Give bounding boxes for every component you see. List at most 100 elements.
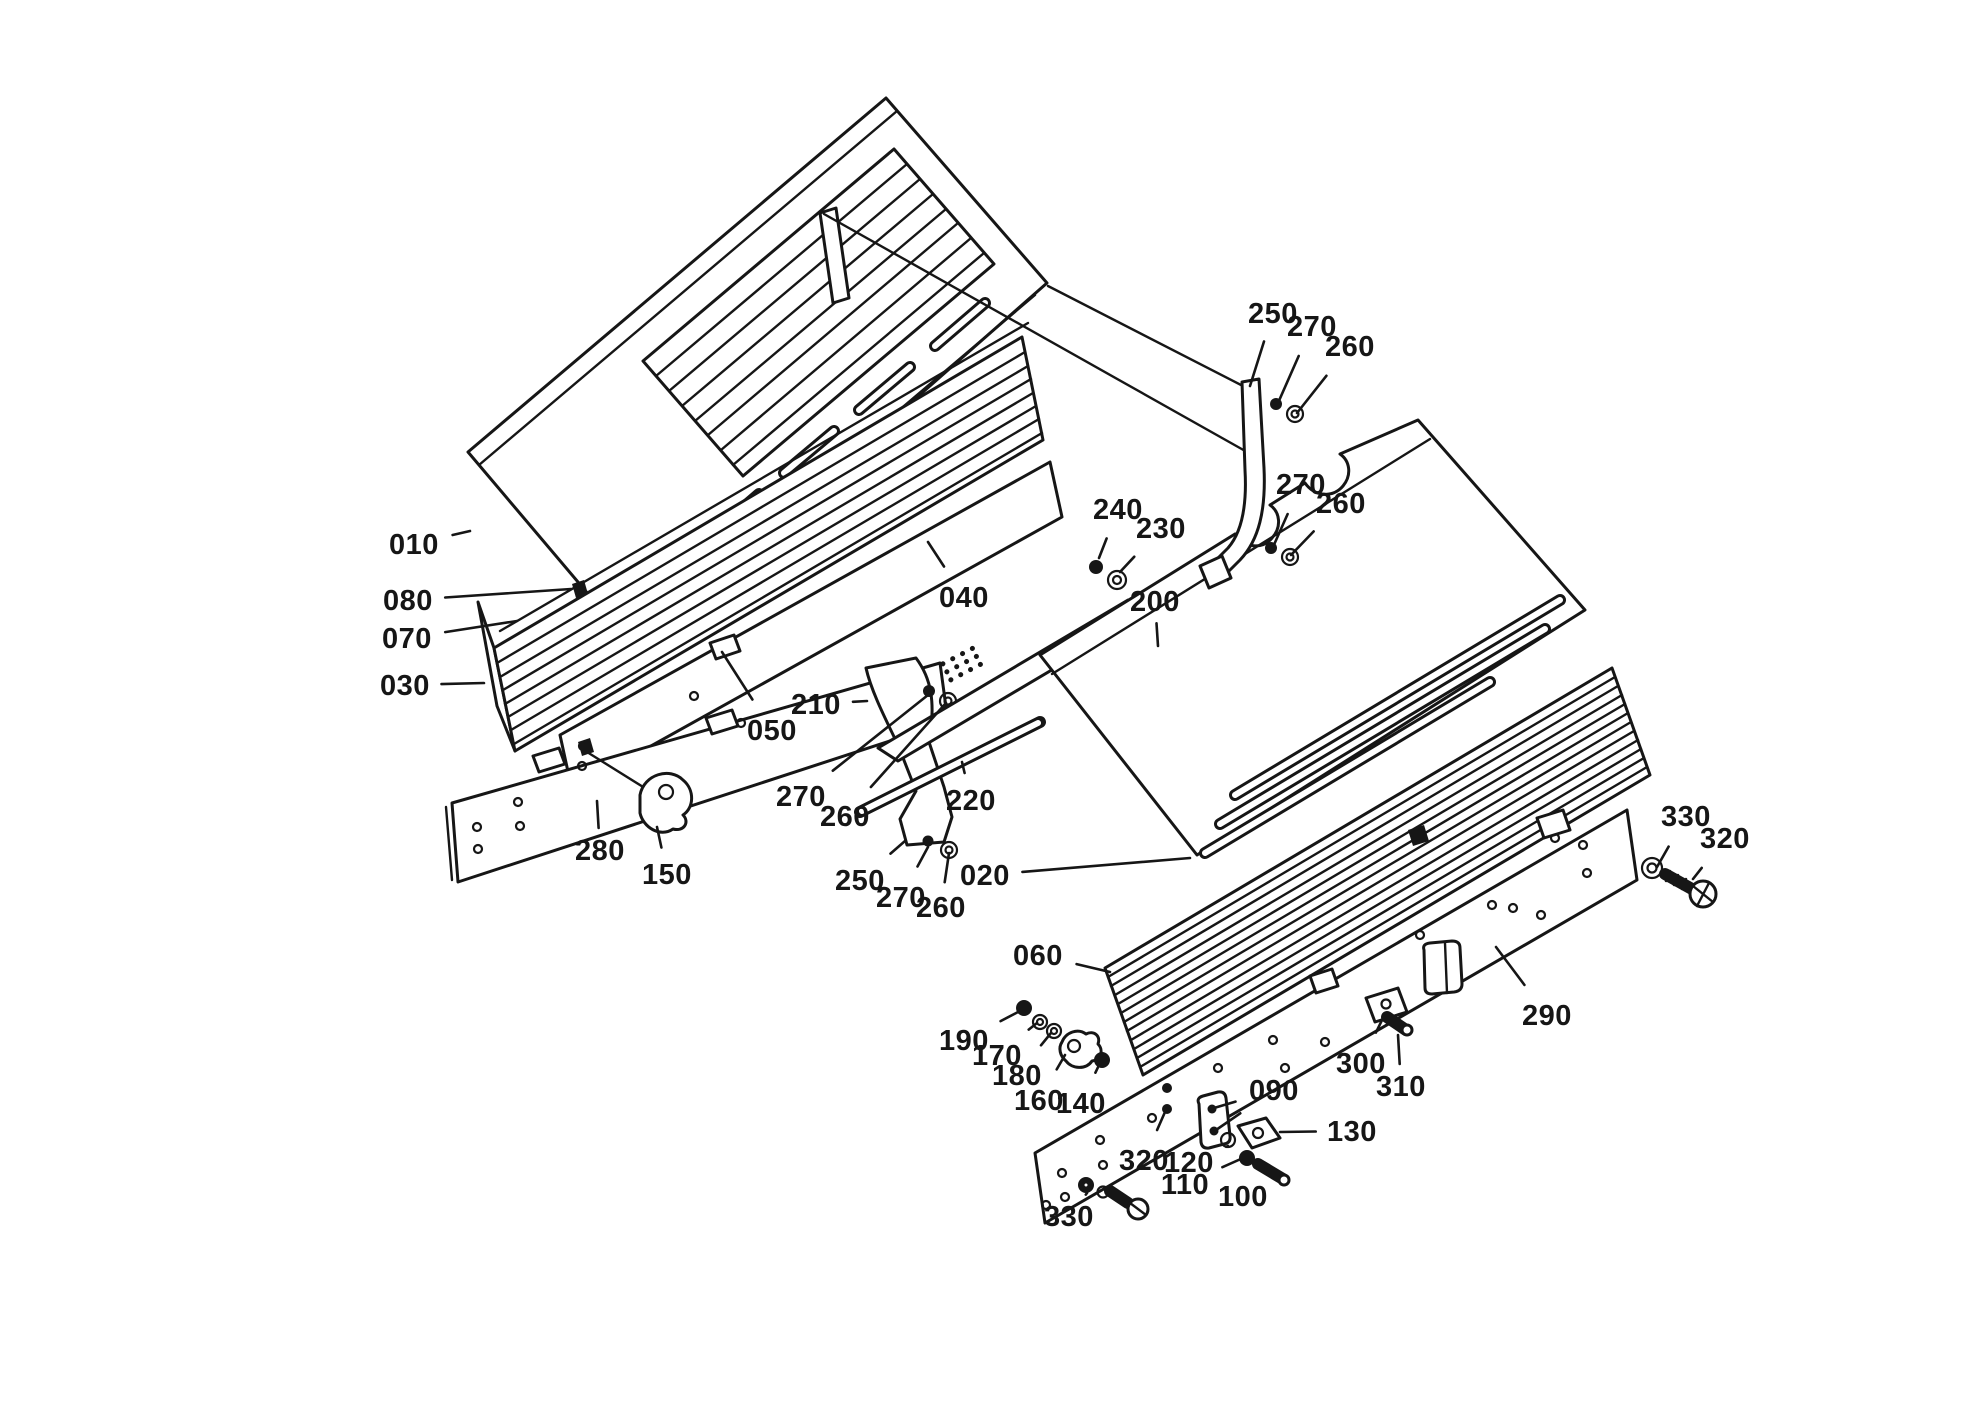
washer-170-inner xyxy=(1035,1017,1045,1027)
part-callout-050: 050 xyxy=(747,715,797,747)
bolt-320-shaft xyxy=(1104,1185,1134,1209)
strip-tab xyxy=(704,708,740,736)
callout-leader xyxy=(916,845,930,868)
callout-leader xyxy=(1276,354,1300,405)
callout-leader xyxy=(1097,537,1108,560)
callout-leader xyxy=(1655,845,1670,869)
latch-clip-050 xyxy=(708,633,742,661)
part-callout-120: 120 xyxy=(1164,1147,1214,1179)
callout-leader xyxy=(1212,1100,1237,1110)
washer-170 xyxy=(1031,1013,1049,1031)
strip-tab xyxy=(531,746,567,774)
link-130 xyxy=(1236,1116,1282,1150)
washer-230-inner xyxy=(1111,574,1123,586)
callout-leader xyxy=(869,701,948,789)
grille-panel-030 xyxy=(476,321,1045,753)
hook-eye xyxy=(657,783,675,801)
part-callout-200: 200 xyxy=(1130,586,1180,618)
stay-bracket-foot xyxy=(1198,554,1233,590)
bolt-320-head-line xyxy=(1128,1201,1148,1217)
part-callout-270: 270 xyxy=(876,882,926,914)
side-panel-020 xyxy=(1038,418,1587,859)
bar-hole xyxy=(1056,1167,1068,1179)
grille-strip-slats xyxy=(1106,675,1649,1069)
strip-hole xyxy=(512,796,524,808)
callout-leader xyxy=(595,799,600,830)
nut-260 xyxy=(1285,404,1305,424)
bolt-320 xyxy=(1162,1083,1172,1093)
callout-leader xyxy=(1155,621,1160,648)
fastener-240-230 xyxy=(1089,560,1128,591)
part-callout-280: 280 xyxy=(575,835,625,867)
callout-leader xyxy=(440,681,486,686)
hood-inner-bar xyxy=(818,206,851,305)
callout-leader xyxy=(451,529,472,537)
washer-330 xyxy=(1640,856,1664,880)
bar-hole xyxy=(1146,1112,1158,1124)
leader-lines xyxy=(440,340,1703,1196)
part-callout-130: 130 xyxy=(1327,1116,1377,1148)
stay-bracket-250 xyxy=(822,212,1305,590)
callout-leader xyxy=(999,1009,1022,1023)
bar-hole xyxy=(1094,1134,1106,1146)
part-callout-070: 070 xyxy=(382,623,432,655)
callout-leader xyxy=(443,587,573,599)
latch-keeper-300 xyxy=(1364,986,1414,1037)
strip-hole xyxy=(688,690,700,702)
bar-hole xyxy=(1577,839,1589,851)
part-callout-030: 030 xyxy=(380,670,430,702)
keeper-hole xyxy=(1380,998,1392,1010)
callout-leader xyxy=(1027,1021,1039,1031)
bar-hole xyxy=(1097,1159,1109,1171)
part-callout-320: 320 xyxy=(1700,823,1750,855)
fastener-330-320-right xyxy=(1640,856,1718,909)
callout-leader xyxy=(1084,1191,1089,1196)
grille-strip-060 xyxy=(1103,666,1652,1077)
fastener-330-320-bottom xyxy=(1078,1177,1150,1221)
callout-leader xyxy=(831,693,930,773)
part-callout-040: 040 xyxy=(939,582,989,614)
strip-hole xyxy=(576,760,588,772)
fastener-cluster-left xyxy=(1016,1000,1110,1069)
callout-leader xyxy=(926,540,946,568)
callout-leader xyxy=(1691,866,1703,881)
bar-hole xyxy=(1414,929,1426,941)
part-callout-190: 190 xyxy=(939,1025,989,1057)
part-callout-090: 090 xyxy=(1249,1075,1299,1107)
nut-260-inner xyxy=(1290,409,1300,419)
rod-inner xyxy=(859,720,1041,814)
part-callout-110: 110 xyxy=(1161,1169,1209,1201)
bar-hole xyxy=(1581,867,1593,879)
part-callout-270: 270 xyxy=(1276,469,1326,501)
callout-leader xyxy=(1248,340,1266,388)
callout-leader xyxy=(720,650,754,701)
part-callout-270: 270 xyxy=(1287,311,1337,343)
part-callout-160: 160 xyxy=(1014,1085,1064,1117)
bar-hole xyxy=(1535,909,1547,921)
part-callout-080: 080 xyxy=(383,585,433,617)
callout-leader xyxy=(1224,1144,1230,1149)
part-callout-100: 100 xyxy=(1218,1181,1268,1213)
part-callout-320: 320 xyxy=(1119,1145,1169,1177)
bar-hole xyxy=(1040,1199,1052,1211)
part-callout-250: 250 xyxy=(1248,298,1298,330)
callout-leader xyxy=(851,699,869,704)
rubber-bumper xyxy=(1422,939,1464,996)
side-panel-slots-inner xyxy=(1202,597,1563,856)
callout-leader xyxy=(1295,374,1328,415)
rubber-bumper-edge xyxy=(1443,941,1449,995)
part-callout-180: 180 xyxy=(992,1060,1042,1092)
mounting-bar-outline xyxy=(1033,808,1639,1225)
part-callout-260: 260 xyxy=(820,801,870,833)
mounting-bar-290 xyxy=(1033,808,1639,1225)
part-callout-150: 150 xyxy=(642,859,692,891)
grille-slats xyxy=(495,350,1044,746)
part-callout-330: 330 xyxy=(1661,801,1711,833)
callout-leader xyxy=(655,825,663,849)
washer-180-inner xyxy=(1049,1026,1059,1036)
part-callout-240: 240 xyxy=(1093,494,1143,526)
hood-hook-150 xyxy=(638,771,694,834)
part-callout-260: 260 xyxy=(1316,488,1366,520)
hook-anchor-line xyxy=(585,750,650,792)
part-callout-230: 230 xyxy=(1136,513,1186,545)
